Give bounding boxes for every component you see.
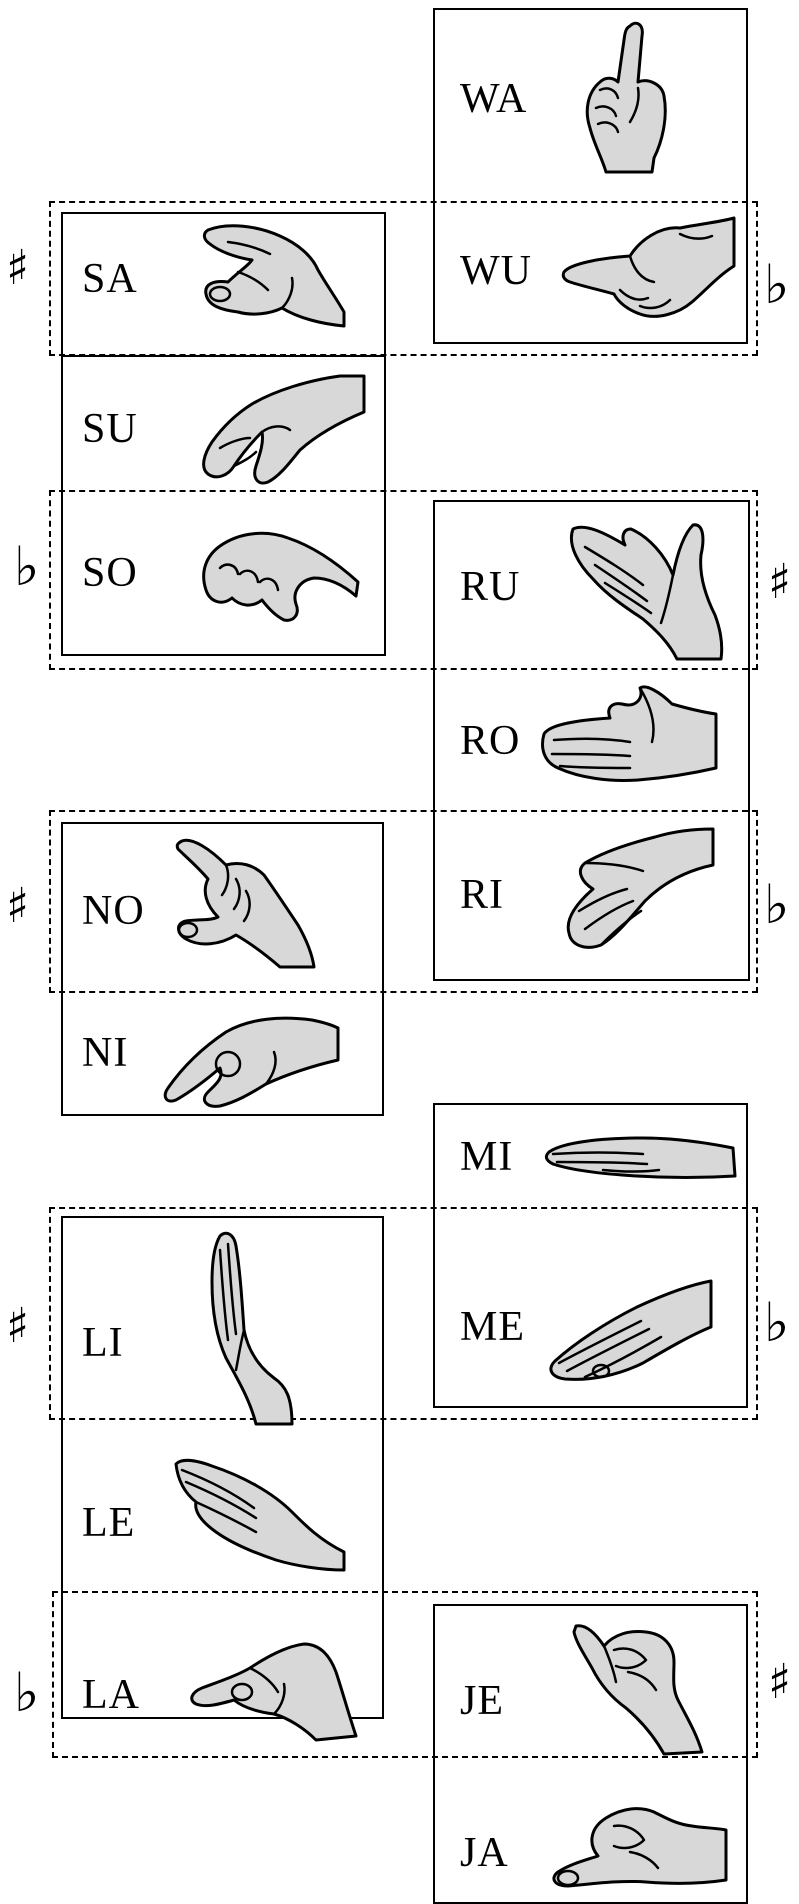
hand-li-icon: [206, 1230, 296, 1426]
box-mi-me: [433, 1103, 748, 1408]
hand-le-icon: [172, 1456, 347, 1572]
hand-mi-icon: [543, 1128, 738, 1183]
hand-ni-icon: [162, 1010, 340, 1110]
label-no: NO: [82, 888, 145, 934]
flat-sign-la: ♭: [14, 1661, 40, 1724]
sharp-sign-li: ♯: [6, 1298, 30, 1354]
label-ja: JA: [460, 1830, 509, 1876]
label-so: SO: [82, 550, 138, 596]
sharp-sign-no: ♯: [6, 878, 30, 934]
label-je: JE: [460, 1678, 504, 1724]
group-sa-wu: [49, 201, 758, 356]
flat-sign-ri: ♭: [764, 873, 790, 936]
divider-sa-su: [61, 355, 386, 357]
hand-me-icon: [545, 1277, 713, 1382]
box-li-le-la: [61, 1216, 384, 1719]
hand-la-icon: [188, 1636, 358, 1742]
hand-so-icon: [196, 512, 361, 622]
label-wu: WU: [460, 248, 532, 294]
hand-ru-icon: [565, 515, 725, 661]
flat-sign-so: ♭: [14, 535, 40, 598]
flat-sign-me: ♭: [764, 1291, 790, 1354]
sharp-sign-ru: ♯: [768, 554, 792, 610]
label-su: SU: [82, 406, 138, 452]
hand-je-icon: [568, 1620, 708, 1756]
label-sa: SA: [82, 256, 138, 302]
hand-ri-icon: [545, 825, 715, 950]
group-li-me: [49, 1207, 758, 1420]
label-wa: WA: [460, 76, 528, 122]
label-mi: MI: [460, 1134, 514, 1180]
label-ru: RU: [460, 564, 521, 610]
hand-sa-icon: [198, 222, 346, 328]
flat-sign-wu: ♭: [764, 253, 790, 316]
sharp-sign-sa: ♯: [6, 240, 30, 296]
box-sa-su-so: [61, 212, 386, 656]
label-la: LA: [82, 1672, 140, 1718]
hand-wa-icon: [578, 18, 698, 174]
box-no-ni: [61, 822, 384, 1116]
group-so-ru: [49, 490, 758, 670]
group-la-je: [52, 1591, 758, 1758]
box-ru-ro-ri: [433, 500, 750, 981]
group-no-ri: [49, 810, 758, 993]
label-li: LI: [82, 1320, 124, 1366]
hand-ja-icon: [548, 1790, 728, 1890]
hand-wu-icon: [560, 210, 736, 325]
box-wa-wu: [433, 8, 748, 344]
hand-su-icon: [190, 372, 366, 487]
label-ni: NI: [82, 1030, 129, 1076]
hand-ro-icon: [540, 678, 720, 783]
label-le: LE: [82, 1500, 136, 1546]
sharp-sign-je: ♯: [768, 1654, 792, 1710]
label-ro: RO: [460, 718, 521, 764]
hand-no-icon: [170, 835, 316, 970]
label-ri: RI: [460, 872, 504, 918]
label-me: ME: [460, 1304, 525, 1350]
